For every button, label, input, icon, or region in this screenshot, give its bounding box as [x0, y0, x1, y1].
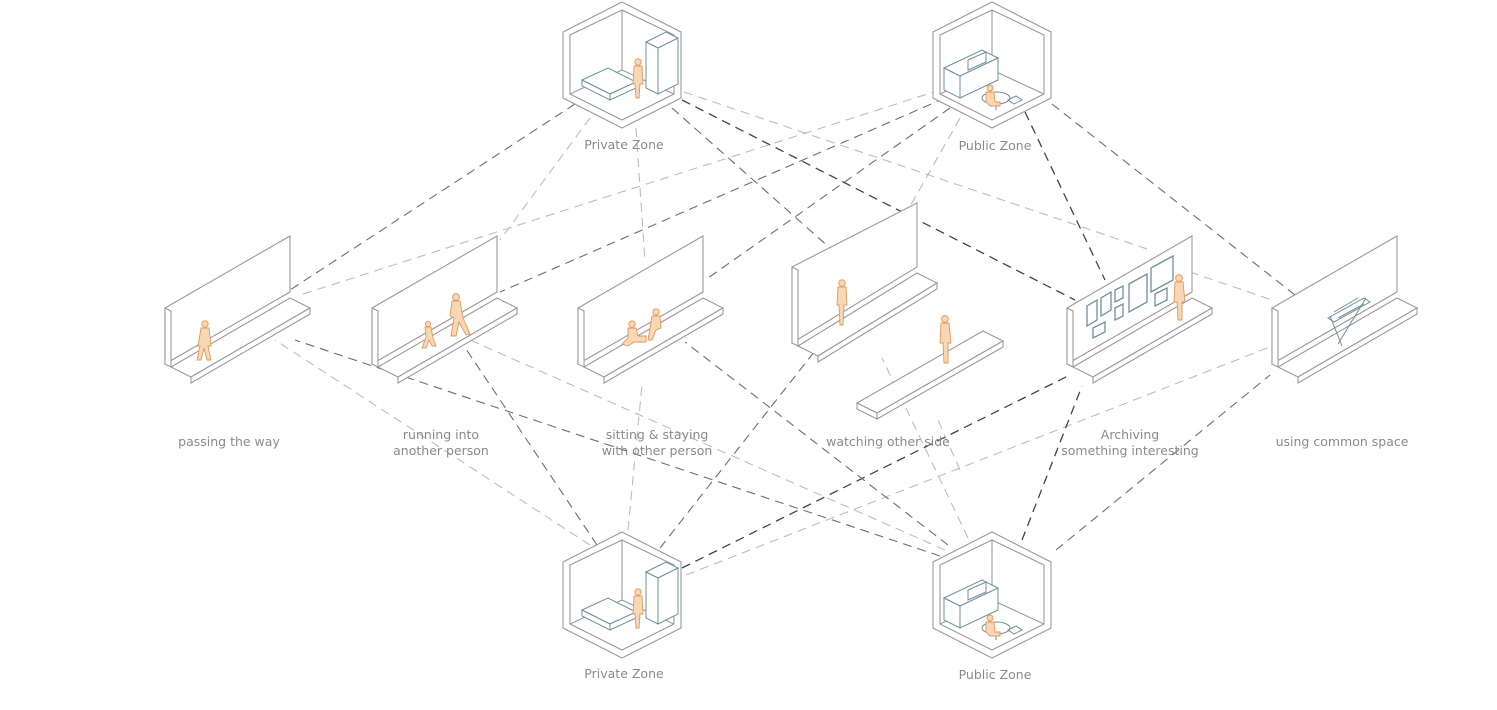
connection-line [681, 99, 1076, 301]
connection-line [1055, 374, 1271, 551]
connection-line [684, 341, 949, 546]
connection-line [499, 117, 591, 241]
connection-line [683, 91, 1151, 251]
bed-icon [580, 597, 638, 631]
wardrobe-icon [644, 561, 680, 625]
watching-opposite-platform [855, 315, 1005, 420]
private-zone-bottom-room [562, 531, 682, 659]
connection-line [294, 339, 941, 557]
connection-line [469, 339, 946, 551]
picture-frames-icon [1086, 254, 1174, 340]
activity-common-space-wall [1271, 235, 1419, 384]
adult-walking-icon [449, 293, 471, 337]
private-zone-top-room [562, 1, 682, 129]
person-standing-icon [939, 315, 952, 364]
activity-watching-wall [791, 202, 939, 363]
person-sitting-icon [985, 84, 1001, 107]
connection-line [627, 384, 643, 531]
public-zone-top-room [932, 1, 1052, 129]
person-standing-icon [632, 58, 644, 99]
activity-label-sitting: sitting & staying with other person [601, 427, 713, 458]
private-zone-bottom-label: Private Zone [584, 666, 664, 681]
connection-line [635, 127, 646, 263]
private-zone-top-label: Private Zone [584, 137, 664, 152]
connection-line [681, 375, 1069, 569]
connection-line [685, 344, 1276, 576]
connection-line [499, 97, 946, 293]
activity-label-archiving: Archiving something interesting [1061, 427, 1199, 458]
connection-line [659, 341, 823, 549]
activity-label-watching: watching other side [826, 434, 950, 449]
person-standing-icon [1173, 274, 1186, 321]
connection-line [671, 107, 831, 249]
activity-sitting-wall [577, 235, 725, 384]
public-zone-top-label: Public Zone [958, 138, 1032, 153]
connection-line [1024, 111, 1106, 281]
connection-line [274, 339, 591, 546]
activity-label-passing: passing the way [178, 434, 280, 449]
activity-label-running: running into another person [393, 427, 489, 458]
public-zone-bottom-label: Public Zone [958, 667, 1032, 682]
activity-passing-wall [164, 235, 312, 384]
person-sitting-icon [985, 614, 1001, 637]
child-running-icon [421, 320, 437, 349]
wardrobe-icon [644, 31, 680, 95]
kitchen-counter-icon [942, 579, 1000, 629]
person-sitting-icon [621, 320, 647, 347]
connection-line [937, 419, 961, 471]
connection-line [707, 107, 951, 279]
person-standing-icon [632, 588, 644, 629]
activity-running-wall [371, 235, 519, 384]
connection-line [1189, 271, 1273, 301]
drying-rack-icon [1327, 297, 1371, 347]
connection-line [459, 339, 598, 546]
person-sitting-icon [647, 308, 662, 341]
person-standing-icon [836, 279, 848, 326]
person-walking-icon [196, 320, 212, 361]
kitchen-counter-icon [942, 49, 1000, 99]
connection-line [907, 117, 961, 211]
activity-archiving-wall [1066, 235, 1214, 384]
bed-icon [580, 67, 638, 101]
connection-line [1051, 103, 1296, 296]
connection-line [299, 89, 941, 296]
activity-label-common: using common space [1275, 434, 1409, 449]
connection-line [1021, 385, 1083, 541]
public-zone-bottom-room [932, 531, 1052, 659]
connection-line [289, 103, 576, 291]
